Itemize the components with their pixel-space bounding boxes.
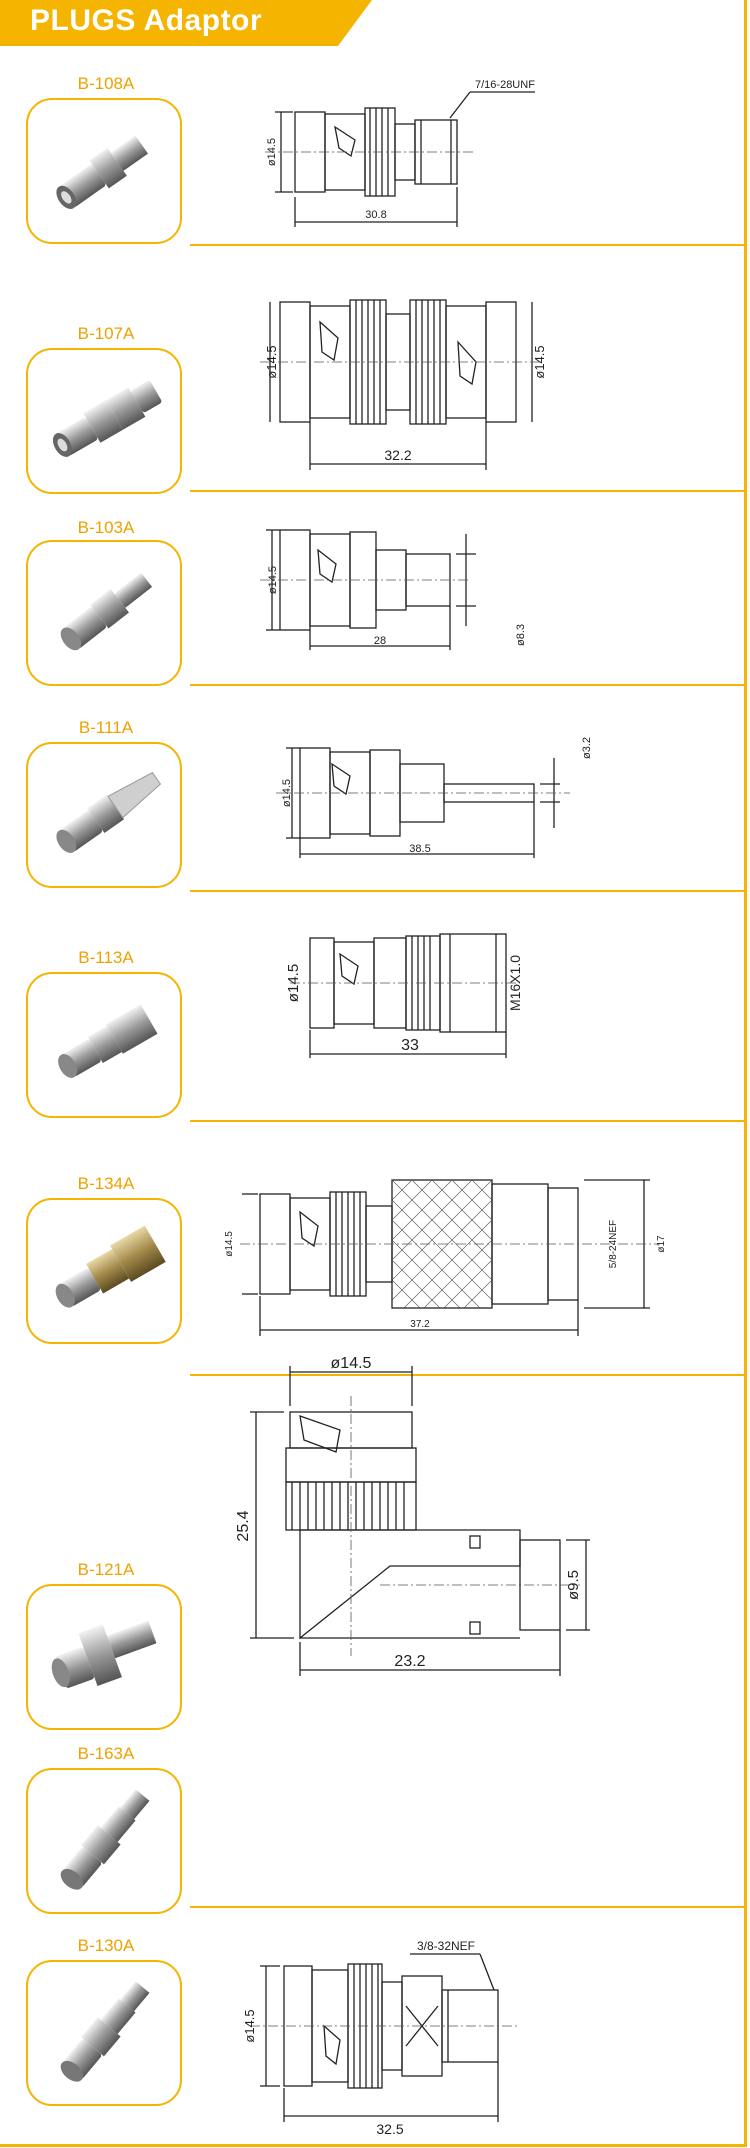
length-dimension: 37.2 (410, 1319, 430, 1330)
diameter-dimension: ø14.5 (266, 138, 278, 166)
diameter-dimension: ø14.5 (281, 779, 293, 807)
connector-photo-icon (58, 1004, 158, 1078)
product-photo (26, 540, 182, 686)
technical-drawing: ø14.5 5/8-24NEF ø17 37.2 (224, 1179, 667, 1336)
diameter-dimension: ø14.5 (285, 964, 302, 1002)
height-dimension: 25.4 (235, 1510, 252, 1541)
technical-drawing: 7/16-28UNF ø14.5 30.8 (265, 79, 535, 227)
technical-drawing: ø14.5 25.4 ø9.5 23.2 (235, 1356, 590, 1676)
length-dimension: 38.5 (409, 843, 430, 855)
connector-photo-icon (60, 1789, 150, 1890)
diameter-dimension: ø14.5 (242, 2009, 257, 2042)
product-photo (26, 1584, 182, 1730)
page-title: PLUGS Adaptor (30, 4, 263, 37)
product-code: B-111A (78, 718, 134, 737)
diameter-dimension-right: ø14.5 (532, 345, 547, 378)
section-divider (190, 890, 746, 892)
section-divider (190, 1906, 746, 1908)
connector-photo-icon (56, 771, 162, 853)
product-photo (26, 742, 182, 888)
pin-diameter-dimension: ø3.2 (581, 737, 593, 759)
length-dimension: 28 (374, 635, 386, 647)
connector-photo-icon (60, 1981, 150, 2082)
thread-dimension: 3/8-32NEF (417, 1939, 475, 1953)
width-dimension: 23.2 (394, 1653, 425, 1670)
connector-photo-icon (60, 572, 153, 651)
product-code: B-121A (77, 1560, 135, 1579)
diameter-dimension-left: ø14.5 (264, 345, 279, 378)
page-header: PLUGS Adaptor (0, 0, 372, 46)
product-code: B-134A (77, 1174, 135, 1193)
header-tab-shape (0, 0, 372, 46)
technical-drawing: ø14.5 ø3.2 38.5 (276, 737, 593, 858)
length-dimension: 32.5 (376, 2121, 403, 2136)
connector-photo-icon (55, 1225, 166, 1308)
section-divider (190, 490, 746, 492)
diameter-dimension: ø14.5 (267, 566, 279, 594)
section-divider (190, 1374, 746, 1376)
technical-drawing: 3/8-32NEF ø14.5 32.5 (242, 1939, 520, 2136)
product-code: B-113A (78, 948, 134, 967)
connector-photo-icon (56, 135, 148, 209)
outer-diameter-dimension: ø17 (656, 1235, 667, 1253)
connector-photo-icon (51, 1620, 157, 1688)
thread-dimension: 7/16-28UNF (475, 79, 535, 91)
diameter-dimension: ø14.5 (224, 1231, 235, 1257)
product-photo (26, 348, 182, 494)
product-photo (26, 1960, 182, 2106)
product-photo (26, 1768, 182, 1914)
diameter-dimension: ø14.5 (331, 1356, 372, 1372)
section-divider (190, 684, 746, 686)
product-code: B-130A (77, 1936, 135, 1955)
product-photo (26, 972, 182, 1118)
connector-photo-icon (52, 380, 162, 457)
product-photo (26, 1198, 182, 1344)
technical-drawing: ø14.5 28 ø8.3 (260, 529, 527, 650)
technical-drawing: ø14.5 ø14.5 32.2 (260, 299, 547, 470)
product-code: B-107A (77, 324, 135, 343)
thread-dimension: 5/8-24NEF (608, 1220, 619, 1268)
product-photo (26, 98, 182, 244)
section-divider (190, 1120, 746, 1122)
thread-dimension: M16X1.0 (507, 955, 523, 1011)
outlet-diameter-dimension: ø9.5 (565, 1570, 582, 1600)
length-dimension: 30.8 (365, 209, 386, 221)
technical-drawing: ø14.5 M16X1.0 33 (285, 933, 523, 1058)
product-code: B-108A (77, 74, 135, 93)
length-dimension: 33 (401, 1037, 419, 1054)
section-divider (190, 244, 746, 246)
product-code: B-103A (77, 518, 135, 537)
tail-diameter-dimension: ø8.3 (515, 624, 527, 646)
length-dimension: 32.2 (384, 447, 411, 463)
product-code: B-163A (77, 1744, 135, 1763)
